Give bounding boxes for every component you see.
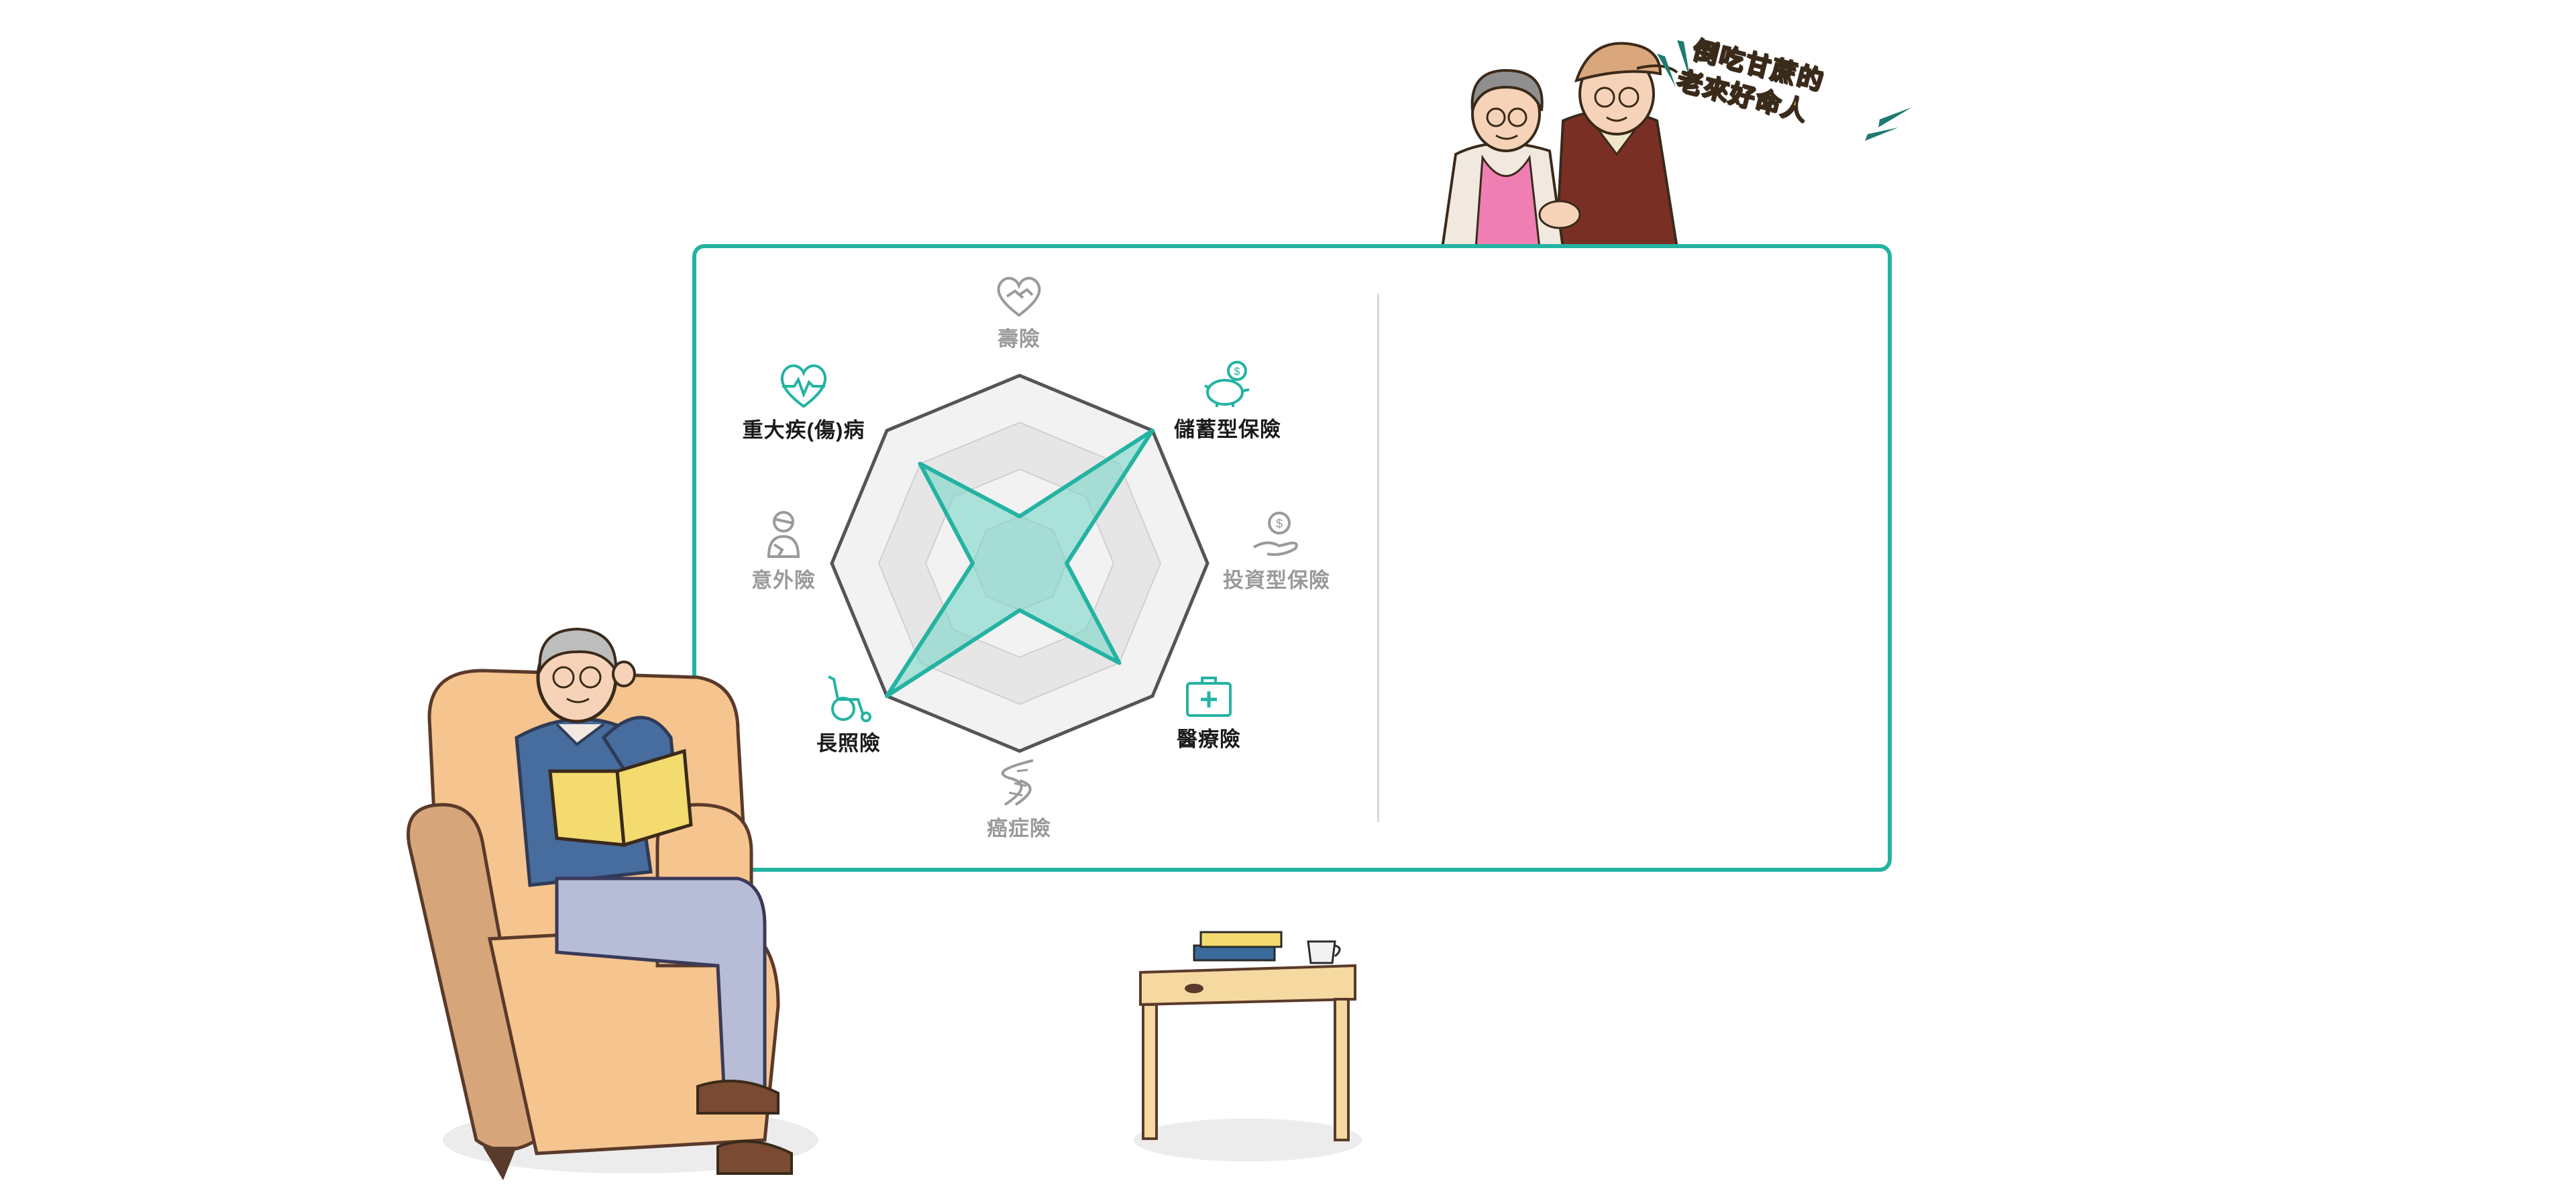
handshake-heart-icon	[997, 276, 1041, 317]
category-life-insurance[interactable]: 壽險	[898, 274, 1140, 352]
svg-text:$: $	[1234, 366, 1240, 378]
svg-text:$: $	[1276, 517, 1283, 530]
category-label: 癌症險	[987, 817, 1051, 840]
elderly-couple-illustration	[1440, 42, 1679, 248]
elderly-man-reading-illustration	[407, 627, 818, 1180]
category-savings-insurance[interactable]: $ 儲蓄型保險	[1107, 359, 1348, 443]
category-label: 投資型保險	[1223, 569, 1330, 592]
panel-divider	[1377, 294, 1379, 822]
dna-icon	[1001, 759, 1034, 806]
heart-pulse-icon	[781, 364, 826, 408]
category-label: 醫療險	[1177, 728, 1241, 751]
category-label: 長照險	[816, 732, 881, 755]
wheelchair-icon	[828, 675, 871, 722]
category-label: 壽險	[998, 327, 1040, 351]
radar-value-shape	[885, 429, 1155, 698]
category-long-term-care-insurance[interactable]: 長照險	[728, 673, 969, 756]
radar-chart	[830, 374, 1210, 753]
category-medical-insurance[interactable]: 醫療險	[1088, 673, 1330, 752]
category-label: 重大疾(傷)病	[742, 418, 865, 442]
side-table-illustration	[1134, 931, 1362, 1161]
category-label: 意外險	[751, 569, 816, 592]
category-cancer-insurance[interactable]: 癌症險	[898, 758, 1140, 842]
category-accident-insurance[interactable]: 意外險	[663, 510, 904, 593]
category-investment-insurance[interactable]: $ 投資型保險	[1156, 510, 1397, 593]
piggy-bank-icon: $	[1204, 361, 1250, 407]
hand-coin-icon: $	[1252, 512, 1298, 556]
category-label: 儲蓄型保險	[1174, 418, 1281, 441]
burst-decoration	[1657, 40, 1912, 141]
injured-person-icon	[767, 511, 800, 558]
medical-kit-icon	[1186, 677, 1232, 717]
category-critical-illness-insurance[interactable]: 重大疾(傷)病	[683, 362, 924, 443]
